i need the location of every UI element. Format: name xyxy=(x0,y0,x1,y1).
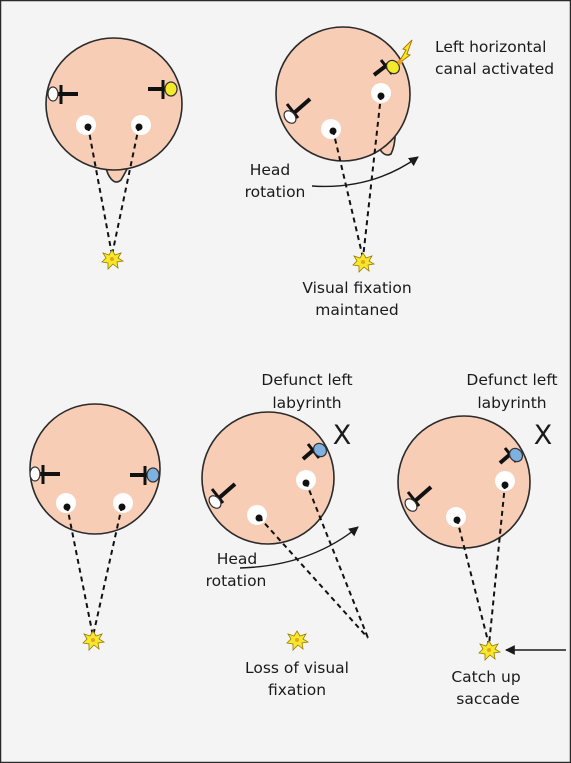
head-at-rest-bottom xyxy=(30,404,160,534)
defunct-labyrinth-label-middle-line2: labyrinth xyxy=(272,394,341,412)
head-rotated-top xyxy=(276,27,412,161)
catch-up-saccade-label-line2: saccade xyxy=(456,690,520,708)
fixation-maintained-label-line1: Visual fixation xyxy=(302,279,411,297)
defunct-labyrinth-label-right-line2: labyrinth xyxy=(477,394,546,412)
head-rotated-bottom-right xyxy=(398,416,530,548)
defunct-labyrinth-label-right-line1: Defunct left xyxy=(466,371,557,389)
canal-activated-label-line2: canal activated xyxy=(435,60,554,78)
head-rotation-label-line2: rotation xyxy=(245,183,306,201)
defunct-mark-right: X xyxy=(534,420,553,451)
head-rotation-label-bottom-line1: Head xyxy=(217,550,258,568)
canal-activated-label-line1: Left horizontal xyxy=(435,38,546,56)
defunct-mark-middle: X xyxy=(333,420,352,451)
head-rotation-label-line1: Head xyxy=(250,161,291,179)
catch-up-saccade-label-line1: Catch up xyxy=(451,668,520,686)
defunct-labyrinth-label-middle-line1: Defunct left xyxy=(261,371,352,389)
fixation-maintained-label-line2: maintaned xyxy=(315,301,399,319)
loss-of-fixation-label-line2: fixation xyxy=(268,681,326,699)
head-rotation-label-bottom-line2: rotation xyxy=(206,572,267,590)
loss-of-fixation-label-line1: Loss of visual xyxy=(245,659,349,677)
head-rotated-bottom-middle xyxy=(202,412,334,544)
